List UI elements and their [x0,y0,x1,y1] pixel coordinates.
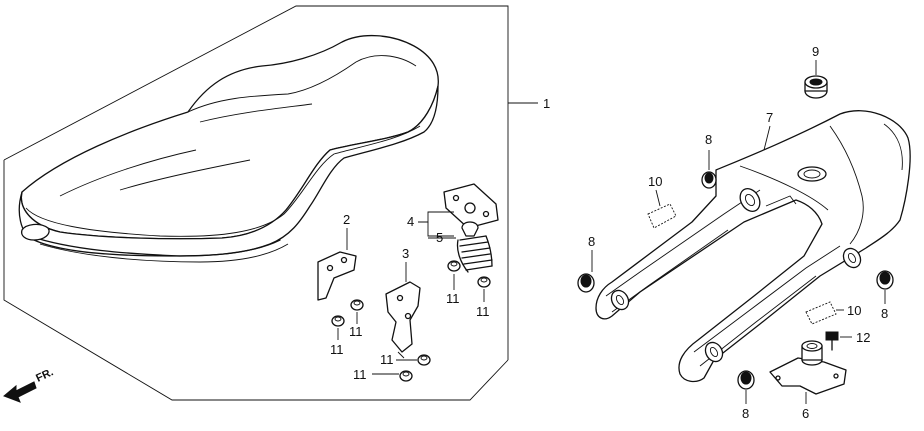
callout-12: 12 [856,330,870,345]
seat-spring [456,235,493,273]
callout-4: 4 [407,214,414,229]
cushion-icon [701,150,717,189]
nut-icon [477,276,491,288]
callout-8-right: 8 [881,306,888,321]
grommet-icon [804,60,828,99]
tail-rack [595,110,911,383]
front-direction-arrow-icon [3,381,37,403]
callout-11-e: 11 [380,352,394,367]
callout-8-top: 8 [705,132,712,147]
callout-7: 7 [766,110,773,125]
callout-bracket-4-5 [418,211,456,239]
nut-icon [417,354,431,366]
direction-label: FR. [34,366,55,384]
callout-6: 6 [802,406,809,421]
nut-icon [399,370,413,382]
nut-icon [350,299,364,311]
callout-11-b: 11 [330,342,344,357]
callout-8-left: 8 [588,234,595,249]
callout-10-top: 10 [648,174,662,189]
nut-icon [447,260,461,272]
seat-assembly-frame [3,5,509,401]
decal-bottom [805,301,844,325]
callout-11-a: 11 [349,324,363,339]
cushion-icon [577,250,595,293]
cushion-icon [876,270,894,304]
callout-1: 1 [543,96,550,111]
cushion-icon [737,370,755,404]
bolt-icon [825,331,852,351]
seat [18,34,439,263]
callout-10-bottom: 10 [847,303,861,318]
callout-2: 2 [343,212,350,227]
callout-11-c: 11 [446,291,460,306]
callout-11-d: 11 [476,304,490,319]
callout-8-bottom: 8 [742,406,749,421]
seat-lock-plate [443,183,499,237]
nut-icon [331,315,345,327]
tail-rack-leader [763,125,771,151]
seat-bracket-left [317,228,357,301]
callout-11-f: 11 [353,367,367,382]
hinge-bracket [769,340,847,404]
nut-11-group [331,260,491,382]
callout-5: 5 [436,230,443,245]
callout-3: 3 [402,246,409,261]
decal-top [647,189,677,229]
seat-bracket-right [385,262,421,359]
callout-9: 9 [812,44,819,59]
